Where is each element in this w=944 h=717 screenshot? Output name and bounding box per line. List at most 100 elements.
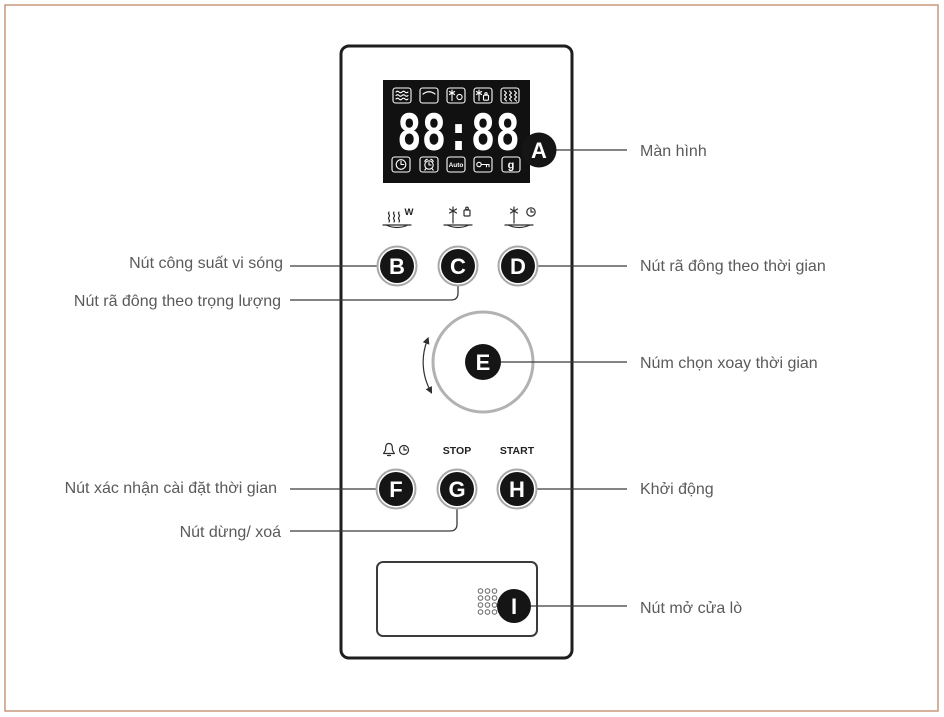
- clock-hands: [400, 160, 405, 166]
- marker-letter-f: F: [389, 477, 402, 502]
- bell-icon: [383, 442, 395, 457]
- display-top-icons: [392, 87, 520, 104]
- grid-dot: [477, 588, 484, 594]
- grid-dot: [477, 609, 484, 615]
- callout-labels: Màn hình Nút công suất vi sóng Nút rã đô…: [65, 143, 826, 617]
- marker-f: [379, 472, 413, 506]
- marker-d: [501, 249, 535, 283]
- microwave-power-icon: W: [382, 207, 414, 229]
- plate-icon: [382, 224, 412, 229]
- icon-glyph: [422, 91, 436, 95]
- icon-frame: [446, 87, 466, 104]
- marker-g: [440, 472, 474, 506]
- icon-frame: [419, 87, 439, 104]
- callout-a: A: [521, 132, 557, 168]
- marker-i: [497, 589, 531, 623]
- icon-frame: [500, 87, 520, 104]
- timer-icon: [419, 156, 439, 173]
- marker-letter-c: C: [450, 254, 466, 279]
- marker-b: [380, 249, 414, 283]
- door-release-panel: [376, 561, 538, 637]
- label-h: Khởi động: [640, 481, 714, 498]
- clock-face: [395, 159, 407, 170]
- defrost-time-icon: [446, 87, 466, 104]
- marker-c: [441, 249, 475, 283]
- icon-frame: [473, 156, 493, 173]
- label-e: Núm chọn xoay thời gian: [640, 355, 818, 372]
- stop-caption: STOP: [443, 445, 471, 457]
- defrost-time-icon: [504, 206, 536, 229]
- grid-dot: [491, 595, 498, 601]
- microwave-waves-icon: [392, 87, 412, 104]
- weight-handle: [465, 206, 469, 211]
- grid-dot: [484, 588, 491, 594]
- marker-letter-e: E: [476, 350, 491, 375]
- marker-letter-d: D: [510, 254, 526, 279]
- defrost-weight-button: C: [437, 245, 479, 287]
- stop-clear-button: G: [436, 468, 478, 510]
- plate-icon: [504, 224, 534, 229]
- label-i: Nút mở cửa lò: [640, 600, 742, 617]
- auto-icon: Auto: [446, 156, 466, 173]
- timer-face: [424, 160, 434, 170]
- start-button: H: [496, 468, 538, 510]
- dot-grid-icon: [477, 588, 498, 615]
- weight-unit-text: g: [508, 159, 515, 171]
- weight-unit-icon: g: [501, 156, 521, 173]
- marker-letter-h: H: [509, 477, 525, 502]
- grid-dot: [477, 602, 484, 608]
- power-button: B: [376, 245, 418, 287]
- display-screen: 88:88 Auto g: [383, 80, 530, 183]
- grid-dot: [491, 602, 498, 608]
- grid-dot: [484, 609, 491, 615]
- diagram-frame: [4, 4, 939, 712]
- grid-dot: [477, 595, 484, 601]
- key-lock-icon: [473, 156, 493, 173]
- power-unit-text: W: [405, 207, 414, 218]
- door-release-button: I: [497, 589, 531, 623]
- confirm-time-button: F: [375, 468, 417, 510]
- grid-dot: [491, 609, 498, 615]
- leader-line-g: [290, 508, 458, 532]
- display-time: 88:88: [397, 104, 520, 162]
- key-shaft: [480, 163, 490, 168]
- leader-lines: [290, 149, 627, 607]
- display-bottom-icons: Auto g: [391, 156, 521, 173]
- icon-glyph: [503, 90, 518, 102]
- combination-icon: [500, 87, 520, 104]
- clock-hands: [530, 208, 534, 213]
- weight-handle: [484, 92, 488, 96]
- marker-h: [500, 472, 534, 506]
- snowflake-icon: [509, 206, 519, 224]
- start-caption: START: [500, 445, 535, 457]
- clock-icon: [391, 156, 411, 173]
- steam-waves: [387, 211, 401, 223]
- snowflake-icon: [448, 89, 456, 102]
- label-b: Nút công suất vi sóng: [129, 255, 283, 272]
- clock-icon: [526, 207, 536, 217]
- marker-letter-b: B: [389, 254, 405, 279]
- defrost-weight-icon: [473, 87, 493, 104]
- grill-icon: [419, 87, 439, 104]
- icon-frame: [391, 156, 411, 173]
- time-dial-center: E: [465, 344, 501, 380]
- snowflake-icon: [448, 206, 458, 224]
- label-f: Nút xác nhận cài đặt thời gian: [65, 480, 277, 497]
- grid-dot: [484, 595, 491, 601]
- marker-letter-a: A: [531, 138, 547, 163]
- icon-frame: [501, 156, 521, 173]
- label-a: Màn hình: [640, 143, 707, 160]
- icon-frame: [473, 87, 493, 104]
- icon-frame: [419, 156, 439, 173]
- marker-letter-i: I: [511, 594, 517, 619]
- defrost-time-button: D: [497, 245, 539, 287]
- icon-frame: [446, 156, 466, 173]
- label-g: Nút dừng/ xoá: [180, 524, 282, 541]
- marker-a: [521, 132, 557, 168]
- plate-icon: [443, 224, 473, 229]
- label-c: Nút rã đông theo trọng lượng: [74, 293, 281, 310]
- snowflake-icon: [475, 89, 483, 102]
- auto-text: Auto: [449, 162, 464, 169]
- label-d: Nút rã đông theo thời gian: [640, 258, 826, 275]
